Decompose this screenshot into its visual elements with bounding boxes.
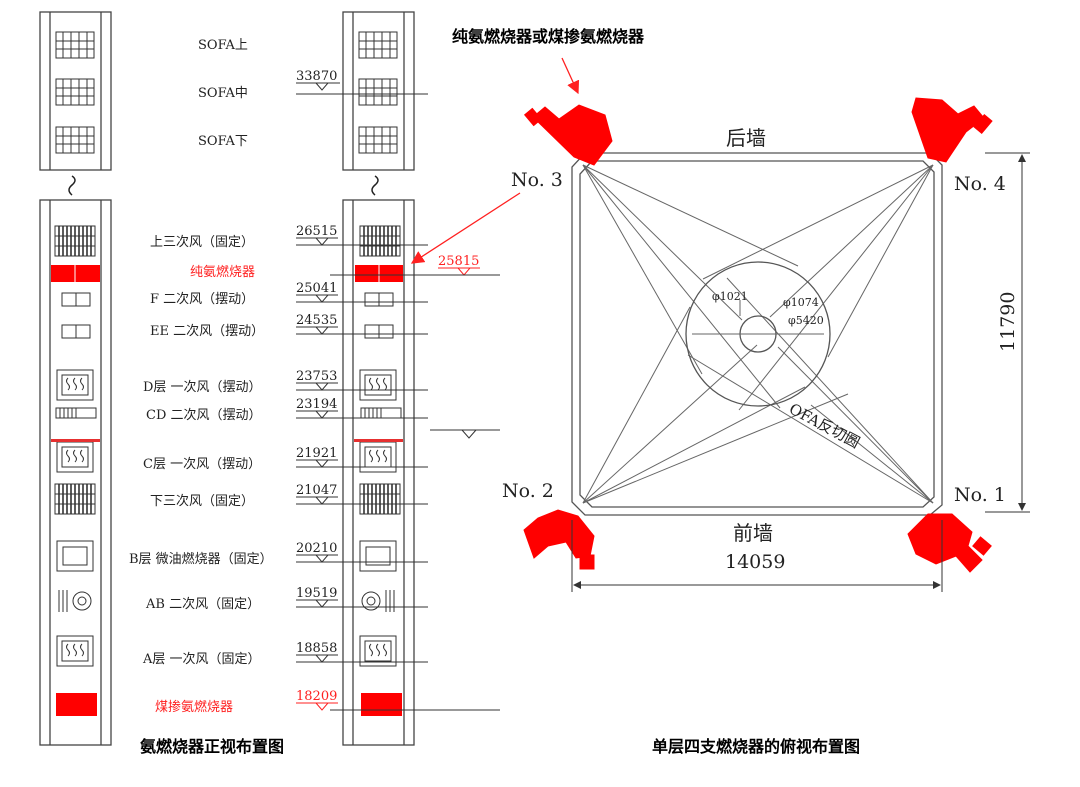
elevation-triangle xyxy=(314,382,330,391)
burner-type-annotation: 纯氨燃烧器或煤掺氨燃烧器 xyxy=(452,27,645,46)
level-marker xyxy=(430,429,500,439)
elevation-triangle xyxy=(314,654,330,663)
depth-dimension xyxy=(985,152,1030,513)
annotation-arrow xyxy=(561,57,580,95)
burner-row-label: 纯氨燃烧器 xyxy=(190,264,255,280)
sofa-lower-label: SOFA下 xyxy=(198,134,248,149)
front-view-caption: 氨燃烧器正视布置图 xyxy=(140,737,284,756)
elevation-triangle xyxy=(314,410,330,419)
sofa-middle-label: SOFA中 xyxy=(198,86,248,101)
corner-no4-label: No. 4 xyxy=(954,173,1006,195)
burner-row-label: CD 二次风（摆动） xyxy=(146,407,262,423)
ofa-circle-label: OFA反切圆 xyxy=(786,400,863,452)
circle-label-1021: φ1021 xyxy=(712,290,748,303)
top-view-caption: 单层四支燃烧器的俯视布置图 xyxy=(652,737,860,756)
elevation-value: 18209 xyxy=(296,689,337,704)
elevation-triangle xyxy=(314,294,330,303)
left-burner-column xyxy=(39,11,112,746)
elevation-triangle xyxy=(314,599,330,608)
elevation-triangle xyxy=(314,702,330,711)
burner-no3-icon xyxy=(523,104,613,166)
burner-row-label: AB 二次风（固定） xyxy=(145,596,260,612)
elevation-value: 25041 xyxy=(296,281,337,296)
burner-rows: 上三次风（固定） 26515 纯氨燃烧器 25815 F 二次风（摆动） 25041 EE … xyxy=(129,224,500,715)
elevation-value: 19519 xyxy=(296,586,337,601)
elevation-value: 24535 xyxy=(296,313,337,328)
svg-text:33870: 33870 xyxy=(296,69,337,84)
burner-row-label: 煤掺氨燃烧器 xyxy=(155,699,233,715)
burner-row-label: A层 一次风（固定） xyxy=(142,651,261,667)
front-wall-label: 前墙 xyxy=(733,521,773,545)
break-mark xyxy=(371,175,379,196)
corner-no3-label: No. 3 xyxy=(511,169,563,191)
ammonia-burner-arrow xyxy=(410,192,521,264)
burner-no1-icon xyxy=(907,513,992,573)
burner-row-label: C层 一次风（摆动） xyxy=(143,456,261,472)
corner-burners xyxy=(523,97,993,573)
burner-no2-icon xyxy=(523,509,595,570)
depth-dimension-label: 11790 xyxy=(997,292,1019,352)
circle-label-1074: φ1074 xyxy=(783,296,819,309)
right-burner-column xyxy=(342,11,415,746)
burner-row-label: B层 微油燃烧器（固定） xyxy=(129,551,273,567)
elevation-triangle xyxy=(314,459,330,468)
elevation-value: 18858 xyxy=(296,641,337,656)
burner-nozzles xyxy=(54,225,402,667)
furnace-plan xyxy=(571,152,943,516)
burner-row-label: 下三次风（固定） xyxy=(150,493,254,509)
back-wall-label: 后墙 xyxy=(726,126,766,150)
elevation-triangle xyxy=(456,267,472,276)
width-dimension-label: 14059 xyxy=(725,551,785,573)
elevation-triangle xyxy=(314,496,330,505)
burner-row-label: D层 一次风（摆动） xyxy=(143,379,262,395)
burner-no4-icon xyxy=(911,97,993,163)
sofa-nozzles xyxy=(55,31,398,154)
elevation-marker: 33870 xyxy=(296,69,428,95)
elevation-value: 23753 xyxy=(296,369,337,384)
burner-row-label: 上三次风（固定） xyxy=(150,234,254,250)
elevation-value: 26515 xyxy=(296,224,337,239)
circle-label-5420: φ5420 xyxy=(788,314,824,327)
elevation-value: 20210 xyxy=(296,541,337,556)
elevation-triangle xyxy=(314,554,330,563)
break-mark xyxy=(68,175,76,196)
burner-row-label: EE 二次风（摆动） xyxy=(150,323,264,339)
elevation-value: 23194 xyxy=(296,397,337,412)
elevation-triangle xyxy=(314,326,330,335)
burner-row-label: F 二次风（摆动） xyxy=(150,291,254,307)
elevation-triangle xyxy=(314,237,330,246)
elevation-value: 21921 xyxy=(296,446,337,461)
sofa-upper-label: SOFA上 xyxy=(198,38,248,53)
width-dimension xyxy=(571,520,943,592)
elevation-value: 25815 xyxy=(438,254,479,269)
elevation-value: 21047 xyxy=(296,483,337,498)
corner-no2-label: No. 2 xyxy=(502,480,554,502)
corner-no1-label: No. 1 xyxy=(954,484,1006,506)
